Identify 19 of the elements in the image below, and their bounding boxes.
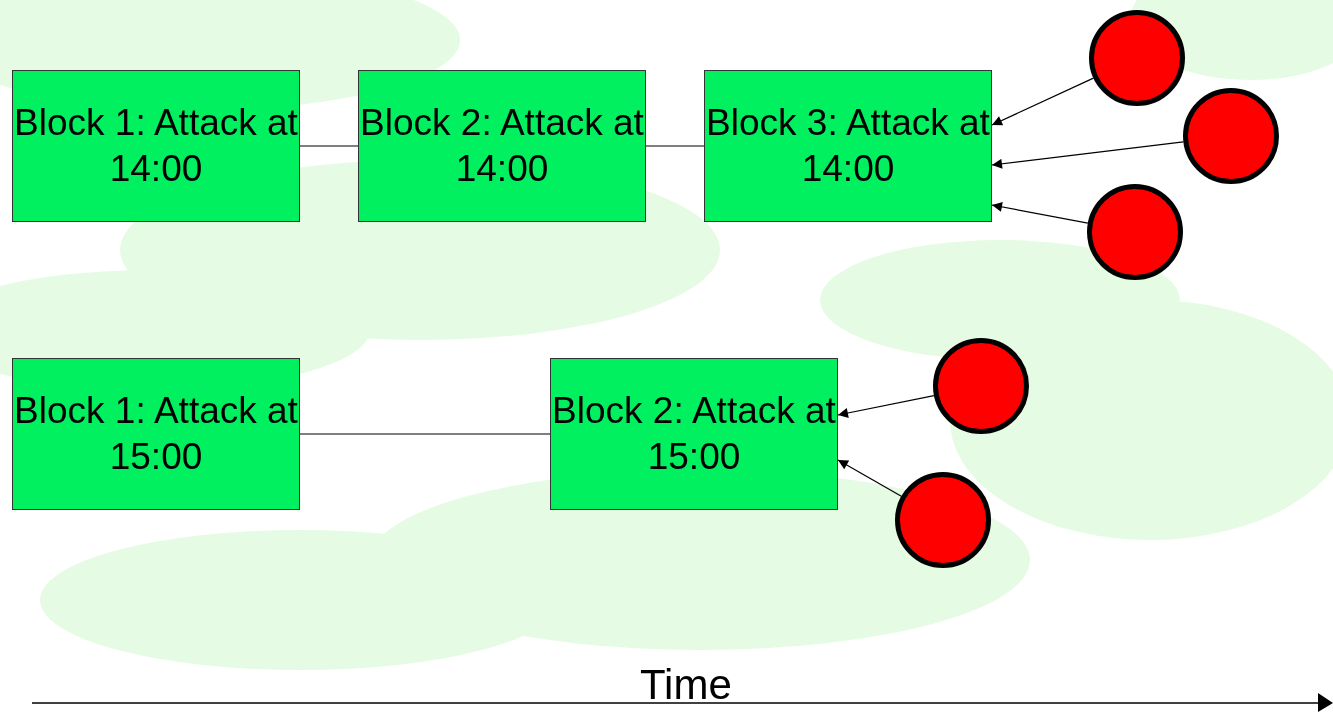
process-box: [12, 358, 300, 510]
arrow: [991, 141, 1184, 169]
arrow: [837, 394, 935, 418]
box-label: Block 2: Attack at 14:00: [359, 101, 645, 191]
connector-line: [299, 145, 359, 147]
box-label: Block 1: Attack at 15:00: [13, 389, 299, 479]
arrow: [991, 201, 1089, 224]
arrow: [991, 77, 1095, 126]
connector-line: [645, 145, 705, 147]
axis-label: Time: [640, 662, 732, 708]
process-box: [704, 70, 992, 222]
process-box: [12, 70, 300, 222]
box-label: Block 2: Attack at 15:00: [551, 389, 837, 479]
arrow: [837, 459, 902, 497]
box-label: Block 1: Attack at 14:00: [13, 101, 299, 191]
box-label: Block 3: Attack at 14:00: [705, 101, 991, 191]
process-box: [358, 70, 646, 222]
process-box: [550, 358, 838, 510]
connector-line: [299, 433, 551, 435]
